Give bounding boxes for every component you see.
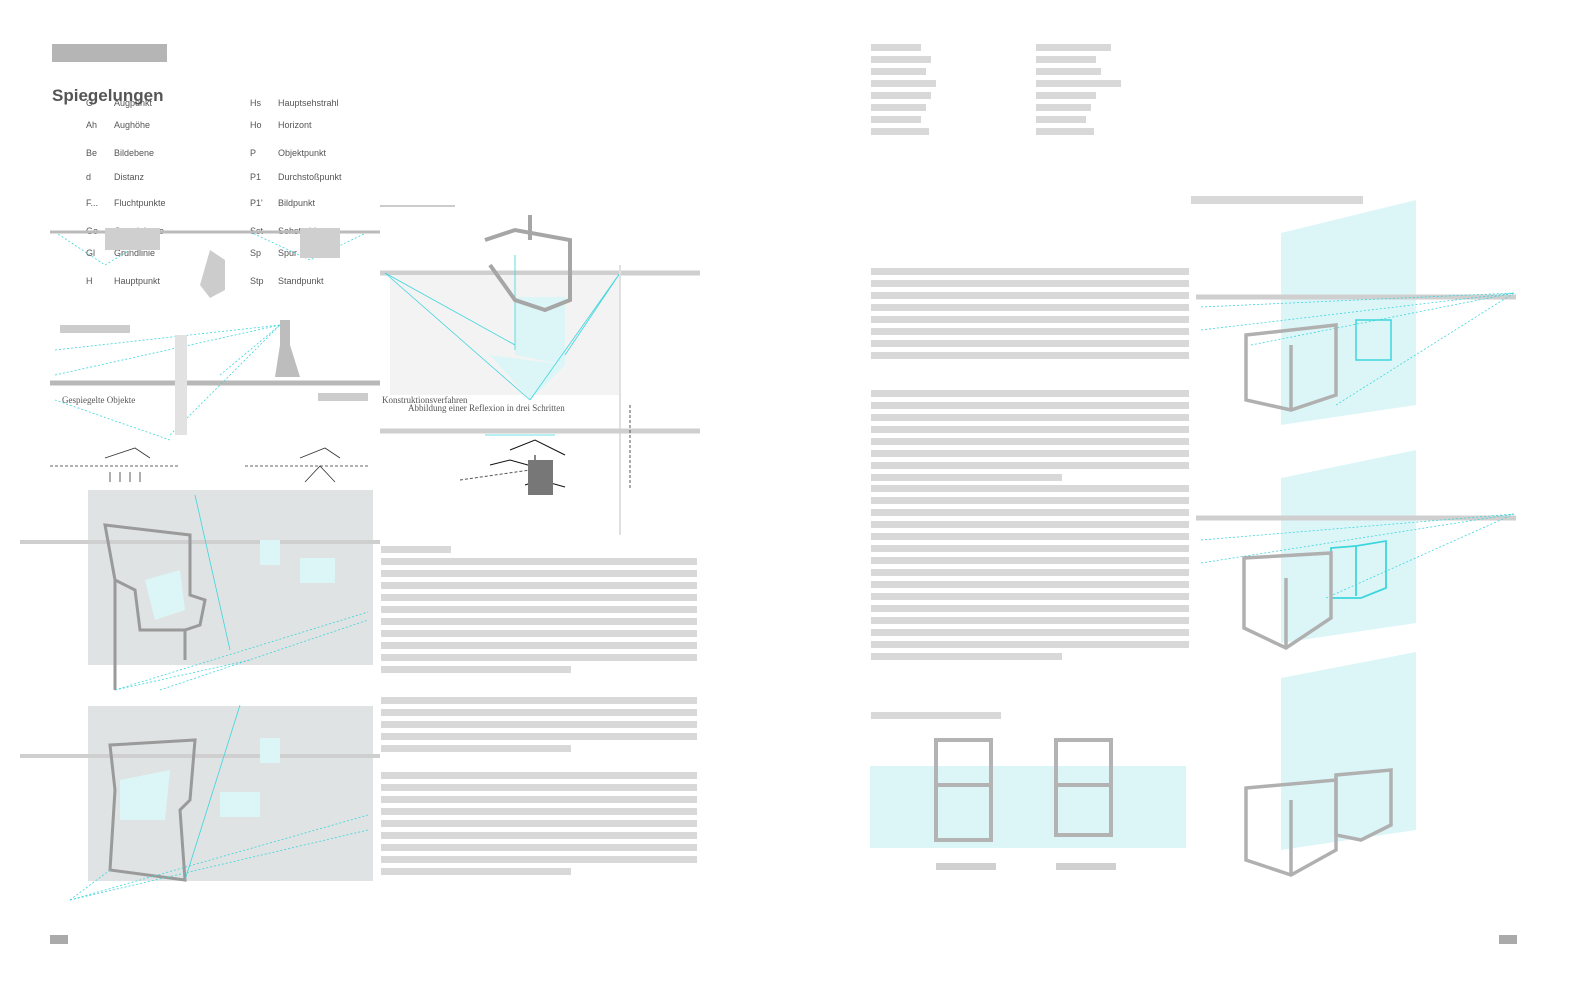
caption-construction: Konstruktionsverfahren: [382, 395, 468, 405]
mirror-band: [870, 766, 1186, 848]
mirror-plane-diagram-1: [1196, 200, 1516, 425]
page-title: Spiegelungen: [52, 86, 164, 105]
right-legend-col-1: [871, 44, 951, 140]
body-text-block-3: [381, 772, 697, 880]
mirror-boxes: [934, 738, 1116, 870]
reflection-panels-drawing: [20, 494, 380, 901]
legend-row: P1'Bildpunkt: [250, 198, 316, 208]
legend-diagrams: [50, 228, 380, 298]
ground-lines-diagram: [50, 447, 370, 483]
page-number-left: [50, 935, 68, 944]
reflection-sketch: [50, 320, 380, 441]
chapter-label: [52, 44, 167, 62]
page-number-right: [1499, 935, 1517, 944]
legend-row: F...Fluchtpunkte: [86, 198, 166, 208]
right-body-text-2: [871, 390, 1189, 486]
mirror-plane-diagram-3: [1244, 652, 1416, 877]
right-subheading: [871, 712, 1011, 724]
body-text-block-1: [381, 546, 697, 678]
figure-caption-right: [1191, 196, 1363, 204]
right-body-text-1: [871, 268, 1189, 364]
mirror-plane-diagram-2: [1196, 450, 1516, 651]
right-page: [791, 0, 1582, 984]
construction-diagram: [380, 205, 700, 535]
caption-construction-sub: Abbildung einer Reflexion in drei Schrit…: [408, 403, 565, 413]
right-legend-col-2: [1036, 44, 1126, 140]
body-text-block-2: [381, 697, 697, 757]
caption-mirrored-objects: Gespiegelte Objekte: [62, 395, 136, 405]
right-body-text-3: [871, 485, 1189, 665]
